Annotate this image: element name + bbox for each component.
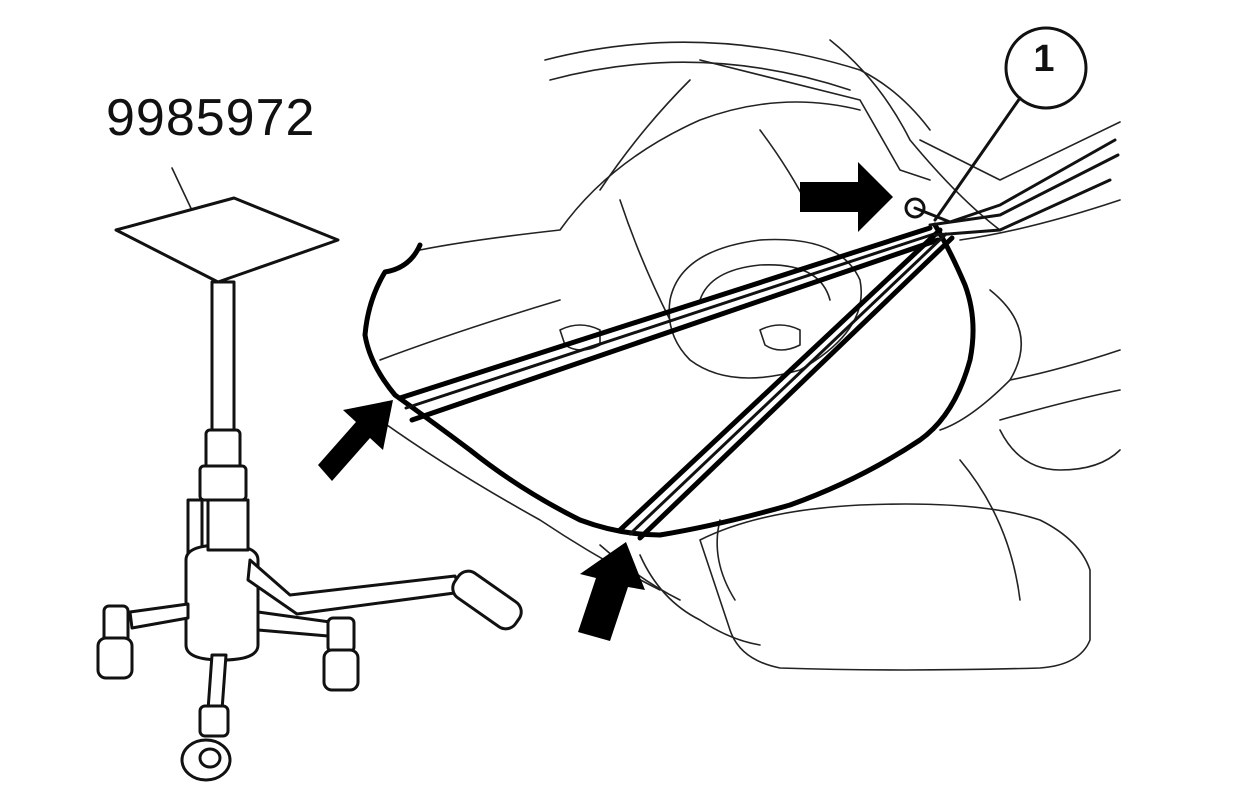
callout-1: [933, 26, 1088, 222]
arrow-icon: [318, 162, 893, 641]
arrow-upper-right: [800, 162, 893, 232]
arrow-left: [318, 400, 393, 481]
fuel-tank-icon: [362, 138, 1120, 541]
vehicle-body-outline: [379, 39, 1121, 671]
transmission-jack-icon: [96, 167, 523, 782]
arrow-bottom: [578, 542, 645, 641]
tool-part-number: 9985972: [106, 89, 316, 147]
callout-1-label: 1: [1033, 38, 1055, 80]
